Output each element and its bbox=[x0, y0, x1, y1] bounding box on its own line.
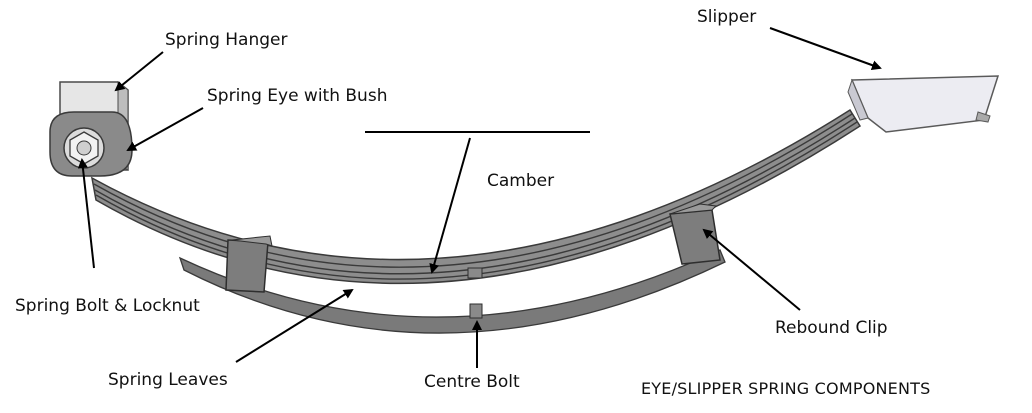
label-spring-bolt-locknut: Spring Bolt & Locknut bbox=[15, 296, 200, 316]
label-slipper: Slipper bbox=[697, 7, 757, 27]
right-rebound-clip bbox=[669, 203, 721, 265]
left-rebound-clip bbox=[225, 235, 273, 293]
arrow-spring-hanger bbox=[114, 51, 164, 92]
arrow-camber bbox=[429, 137, 471, 274]
centre-bolt-part bbox=[467, 267, 483, 319]
label-spring-hanger: Spring Hanger bbox=[165, 30, 288, 50]
label-centre-bolt: Centre Bolt bbox=[424, 372, 520, 392]
callout-arrows bbox=[77, 27, 882, 368]
arrow-spring-eye-with-bush bbox=[126, 107, 204, 151]
spring-leaves-body bbox=[90, 108, 862, 334]
slipper-part bbox=[847, 75, 1000, 133]
label-spring-eye-with-bush: Spring Eye with Bush bbox=[207, 86, 388, 106]
label-camber: Camber bbox=[487, 171, 555, 191]
arrow-spring-bolt-locknut bbox=[77, 158, 95, 269]
arrow-spring-leaves bbox=[235, 288, 354, 363]
label-spring-leaves: Spring Leaves bbox=[108, 370, 228, 390]
diagram-caption: EYE/SLIPPER SPRING COMPONENTS bbox=[641, 379, 931, 398]
label-rebound-clip: Rebound Clip bbox=[775, 318, 888, 338]
spring-hanger-part bbox=[49, 80, 133, 177]
arrow-rebound-clip bbox=[702, 228, 801, 311]
arrow-slipper bbox=[769, 27, 882, 70]
